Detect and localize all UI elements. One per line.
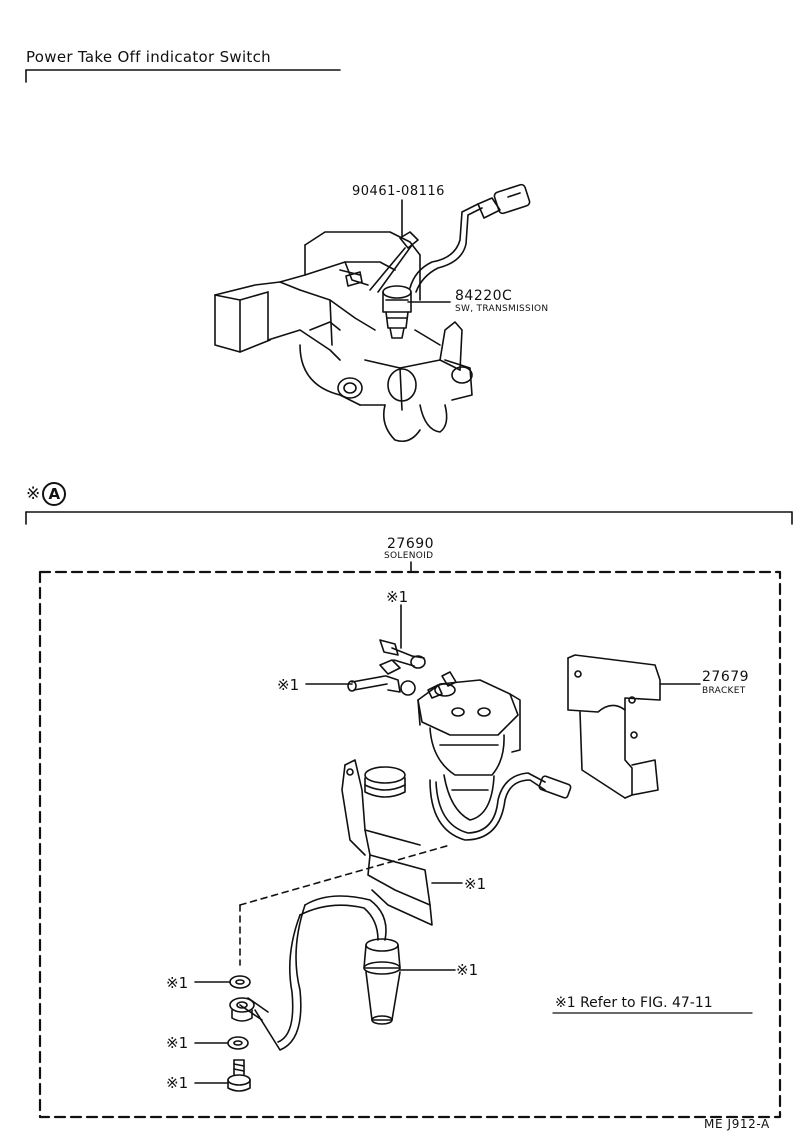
part-number-84220c: 84220C: [455, 288, 513, 304]
switch-wire: [409, 183, 531, 293]
ref-mark-clamp: ※1: [464, 875, 487, 893]
washer-1: [229, 975, 251, 989]
part-desc-27679: BRACKET: [702, 686, 746, 696]
clamp-bracket: [341, 759, 433, 926]
part-desc-84220c: SW, TRANSMISSION: [455, 304, 549, 314]
hose-fitting-upper: [379, 639, 426, 669]
switch-84220c: [382, 285, 412, 339]
part-number-27690: 27690: [387, 536, 435, 552]
washer-2: [227, 1036, 249, 1050]
ref-mark-fitting-upper: ※1: [386, 588, 409, 606]
reference-asterisk-icon: ※: [26, 484, 41, 504]
part-desc-27690: SOLENOID: [384, 551, 434, 561]
hose-fitting-lower: [347, 659, 416, 696]
bolt-90461: [345, 231, 419, 293]
vacuum-sensor: [239, 895, 401, 1051]
ref-mark-fitting-lower: ※1: [277, 676, 300, 694]
title-bracket-line: [25, 69, 341, 83]
section-a-letter: A: [42, 482, 67, 506]
screw: [227, 1059, 251, 1092]
section-a-marker: ※A: [26, 482, 67, 506]
solenoid-27690: [417, 671, 572, 841]
dashed-guide-clamp: [239, 844, 451, 906]
part-number-90461: 90461-08116: [352, 184, 445, 199]
part-number-27679: 27679: [702, 669, 750, 685]
ref-mark-screw: ※1: [166, 1074, 189, 1092]
ref-mark-washer-2: ※1: [166, 1034, 189, 1052]
ref-mark-sensor: ※1: [456, 961, 479, 979]
drawing-code: ME J912-A: [704, 1117, 770, 1131]
section-a-bracket-line: [25, 511, 793, 525]
transmission-case: [214, 231, 473, 443]
page-title: Power Take Off indicator Switch: [26, 48, 271, 66]
bracket-27679: [567, 654, 661, 799]
solenoid-assembly-dashed-box: [38, 570, 782, 1119]
reference-note: ※1 Refer to FIG. 47-11: [555, 995, 713, 1011]
ref-mark-washer-1: ※1: [166, 974, 189, 992]
banjo-terminal: [229, 997, 255, 1022]
